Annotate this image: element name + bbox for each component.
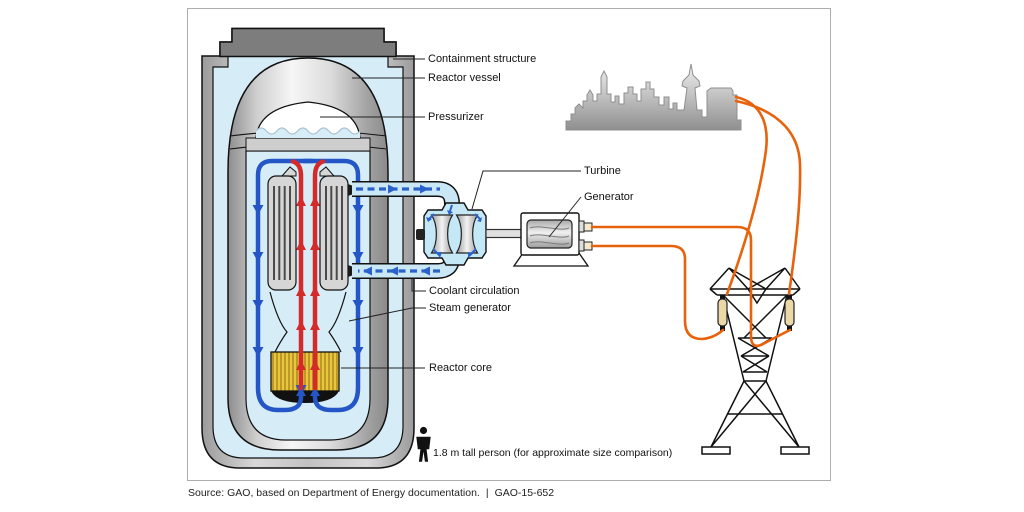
coolant-loop-hot bbox=[290, 159, 326, 391]
reactor-core bbox=[270, 351, 340, 403]
insulator-right bbox=[784, 298, 795, 327]
pressurizer bbox=[255, 101, 361, 139]
tower-foot-right bbox=[780, 446, 810, 455]
water-line bbox=[255, 127, 361, 135]
label-coolant-circulation: Coolant circulation bbox=[429, 285, 520, 297]
steam-generator-left bbox=[267, 166, 297, 291]
leader-lines bbox=[320, 58, 582, 369]
core-bottom-cap bbox=[271, 391, 339, 403]
label-steam-generator: Steam generator bbox=[429, 302, 511, 314]
wire-generator-to-right-insulator bbox=[590, 225, 792, 348]
generator bbox=[512, 212, 593, 267]
coolant-loop-cold bbox=[255, 158, 361, 413]
wire-city-to-right-insulator bbox=[734, 99, 802, 296]
source-separator: | bbox=[485, 487, 489, 499]
tower-foot-left bbox=[701, 446, 731, 455]
scale-note: 1.8 m tall person (for approximate size … bbox=[433, 447, 673, 459]
label-generator: Generator bbox=[584, 191, 634, 203]
label-pressurizer: Pressurizer bbox=[428, 111, 484, 123]
insulator-left bbox=[717, 298, 728, 327]
hot-arrowheads bbox=[296, 196, 320, 370]
core-barrel bbox=[269, 291, 347, 353]
label-turbine: Turbine bbox=[584, 165, 621, 177]
turbine-flow-arrows bbox=[426, 204, 482, 258]
person-icon bbox=[416, 426, 431, 462]
turbine bbox=[416, 202, 487, 266]
turbine-rotor-left bbox=[430, 214, 454, 254]
source-line: Source: GAO, based on Department of Ener… bbox=[188, 487, 554, 499]
turbine-generator-shaft bbox=[485, 228, 524, 239]
label-containment-structure: Containment structure bbox=[428, 53, 537, 65]
label-reactor-core: Reactor core bbox=[429, 362, 492, 374]
vessel-plate bbox=[245, 137, 371, 152]
wire-generator-to-left-insulator bbox=[590, 244, 725, 341]
containment-cap bbox=[219, 27, 397, 58]
city-skyline bbox=[565, 63, 742, 131]
label-reactor-vessel: Reactor vessel bbox=[428, 72, 501, 84]
source-text: Source: GAO, based on Department of Ener… bbox=[188, 487, 480, 499]
wire-city-to-left-insulator bbox=[725, 95, 768, 296]
electric-wires bbox=[590, 95, 802, 348]
turbine-shaft-stub bbox=[416, 229, 425, 240]
steam-generator-right bbox=[319, 166, 356, 291]
turbine-rotor-right bbox=[455, 214, 479, 254]
source-report-id: GAO-15-652 bbox=[494, 487, 555, 499]
tower-insulators bbox=[717, 295, 795, 331]
